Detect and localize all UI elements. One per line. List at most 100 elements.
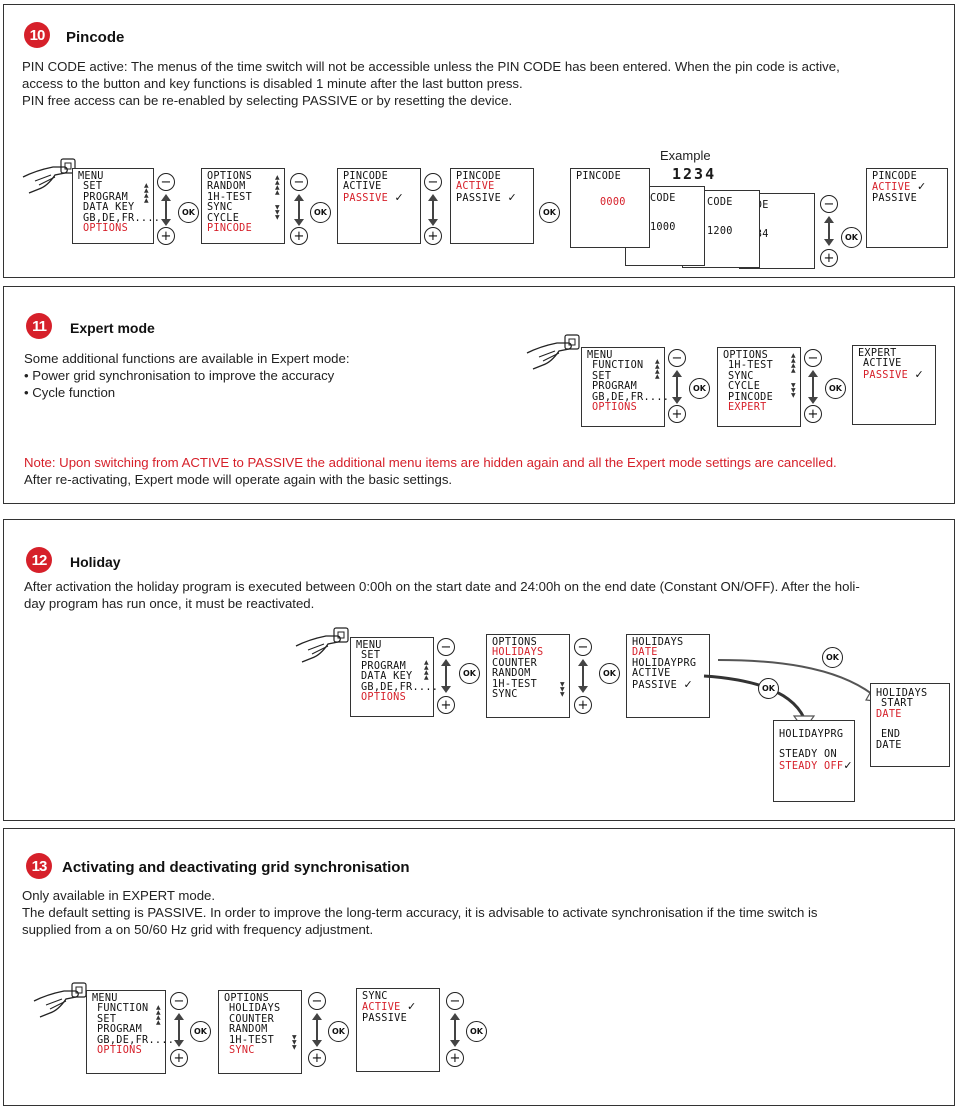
scroll-arrows-icon: ▲▲▲▲ (144, 182, 149, 204)
note-text: Note: Upon switching from ACTIVE to PASS… (24, 455, 837, 470)
lcd-line-selected: ACTIVE ✓ (362, 1001, 434, 1014)
text-line: day program has run once, it must be rea… (24, 596, 315, 611)
lcd-line-selected: OPTIONS (361, 692, 407, 704)
lcd-line-selected: ACTIVE (456, 181, 495, 193)
ok-key[interactable]: OK (466, 1021, 487, 1042)
lcd-line: CODE (707, 197, 733, 208)
lcd-line: PINCODE (728, 391, 774, 403)
plus-key[interactable]: + (157, 227, 175, 245)
lcd-line: SYNC (362, 991, 388, 1002)
ok-key[interactable]: OK (822, 647, 843, 668)
section-number-badge: 11 (26, 313, 52, 339)
plus-key[interactable]: + (170, 1049, 188, 1067)
ok-key[interactable]: OK (599, 663, 620, 684)
section-grid-sync: 13 Activating and deactivating grid sync… (3, 828, 955, 1106)
lcd-line: OPTIONS (207, 171, 253, 182)
lcd-options-screen: OPTIONS HOLIDAYS COUNTER RANDOM 1h-TEST … (218, 990, 302, 1074)
lcd-line: OPTIONS (492, 637, 538, 648)
scroll-arrow-icon (428, 194, 438, 226)
minus-key[interactable]: − (157, 173, 175, 191)
lcd-line: SET (97, 1013, 117, 1025)
scroll-arrow-icon (808, 370, 818, 404)
ok-key[interactable]: OK (459, 663, 480, 684)
text-line: supplied from a on 50/60 Hz grid with fr… (22, 922, 374, 937)
ok-key[interactable]: OK (689, 378, 710, 399)
plus-key[interactable]: + (437, 696, 455, 714)
ok-key[interactable]: OK (328, 1021, 349, 1042)
lcd-line: ACTIVE (863, 358, 902, 370)
lcd-line: HOLIDAYPRG (779, 729, 844, 740)
lcd-line: GB,DE,FR.... (97, 1034, 175, 1046)
scroll-arrow-icon (824, 216, 834, 246)
scroll-arrow-icon (578, 659, 588, 693)
lcd-line: GB,DE,FR.... (592, 391, 670, 403)
ok-key[interactable]: OK (190, 1021, 211, 1042)
hand-pressing-icon (295, 627, 349, 663)
lcd-line: PROGRAM (592, 381, 638, 393)
lcd-options-screen: OPTIONS 1h-TEST SYNC CYCLE PINCODE EXPER… (717, 347, 801, 427)
lcd-pin-entry-screen: PINCODE 0000 (570, 168, 650, 248)
lcd-pin-value: 0000 (600, 197, 626, 209)
lcd-menu-screen: MENU FUNCTION SET PROGRAM GB,DE,FR.... O… (581, 347, 670, 427)
ok-key[interactable]: OK (758, 678, 779, 699)
scroll-arrows-icon: ▲▲▲▲▼▼▼ (791, 352, 796, 399)
ok-key[interactable]: OK (178, 202, 199, 223)
minus-key[interactable]: − (424, 173, 442, 191)
lcd-line: FUNCTION (592, 360, 644, 372)
lcd-holiday-dates-screen: HOLIDAYS START DATE END DATE (870, 683, 950, 767)
plus-key[interactable]: + (820, 249, 838, 267)
lcd-holidayprg-screen: HOLIDAYPRG STEADY ON STEADY OFF✓ (773, 720, 855, 802)
plus-key[interactable]: + (668, 405, 686, 423)
plus-key[interactable]: + (574, 696, 592, 714)
minus-key[interactable]: − (308, 992, 326, 1010)
lcd-line-selected: OPTIONS (97, 1045, 143, 1057)
text-line: The default setting is PASSIVE. In order… (22, 905, 818, 920)
minus-key[interactable]: − (437, 638, 455, 656)
lcd-line: SET (592, 370, 612, 382)
lcd-line: HOLIDAYS (229, 1003, 281, 1015)
lcd-line-text: ACTIVE (362, 1002, 401, 1014)
lcd-line: HOLIDAYPRG (632, 657, 697, 669)
lcd-line: ACTIVE (632, 668, 671, 680)
text-line: After activation the holiday program is … (24, 579, 860, 594)
lcd-line: 1h-TEST (728, 360, 774, 372)
lcd-line: COUNTER (492, 657, 538, 669)
ok-key[interactable]: OK (841, 227, 862, 248)
ok-key[interactable]: OK (310, 202, 331, 223)
scroll-arrows-icon: ▼▼▼ (292, 1034, 297, 1051)
lcd-line: SYNC (492, 689, 518, 701)
plus-key[interactable]: + (446, 1049, 464, 1067)
ok-key[interactable]: OK (539, 202, 560, 223)
lcd-line: MENU (356, 640, 382, 651)
lcd-line: OPTIONS (224, 993, 270, 1004)
lcd-pincode-final-screen: PINCODE ACTIVE ✓ PASSIVE (866, 168, 948, 248)
lcd-line: MENU (78, 171, 104, 182)
lcd-line: CODE (650, 193, 676, 204)
minus-key[interactable]: − (170, 992, 188, 1010)
lcd-line-text: PASSIVE (632, 679, 678, 691)
plus-key[interactable]: + (290, 227, 308, 245)
lcd-sync-screen: SYNC ACTIVE ✓ PASSIVE (356, 988, 440, 1072)
minus-key[interactable]: − (290, 173, 308, 191)
minus-key[interactable]: − (668, 349, 686, 367)
lcd-pincode-active-screen: PINCODE ACTIVE PASSIVE ✓ (450, 168, 534, 244)
section-text: Some additional functions are available … (24, 350, 484, 401)
ok-key[interactable]: OK (825, 378, 846, 399)
lcd-line: FUNCTION (97, 1003, 149, 1015)
section-number-badge: 10 (24, 22, 50, 48)
check-icon: ✓ (507, 190, 518, 204)
minus-key[interactable]: − (804, 349, 822, 367)
lcd-menu-screen: MENU FUNCTION SET PROGRAM GB,DE,FR.... O… (86, 990, 175, 1074)
minus-key[interactable]: − (574, 638, 592, 656)
minus-key[interactable]: − (820, 195, 838, 213)
plus-key[interactable]: + (804, 405, 822, 423)
text-line: PIN CODE active: The menus of the time s… (22, 59, 840, 74)
lcd-line: DATE (876, 739, 902, 751)
lcd-line: 1h-TEST (207, 191, 253, 203)
lcd-line-selected: OPTIONS (592, 402, 638, 414)
plus-key[interactable]: + (424, 227, 442, 245)
plus-key[interactable]: + (308, 1049, 326, 1067)
lcd-line: 1200 (707, 226, 733, 238)
minus-key[interactable]: − (446, 992, 464, 1010)
lcd-line: DATA KEY (361, 671, 413, 683)
